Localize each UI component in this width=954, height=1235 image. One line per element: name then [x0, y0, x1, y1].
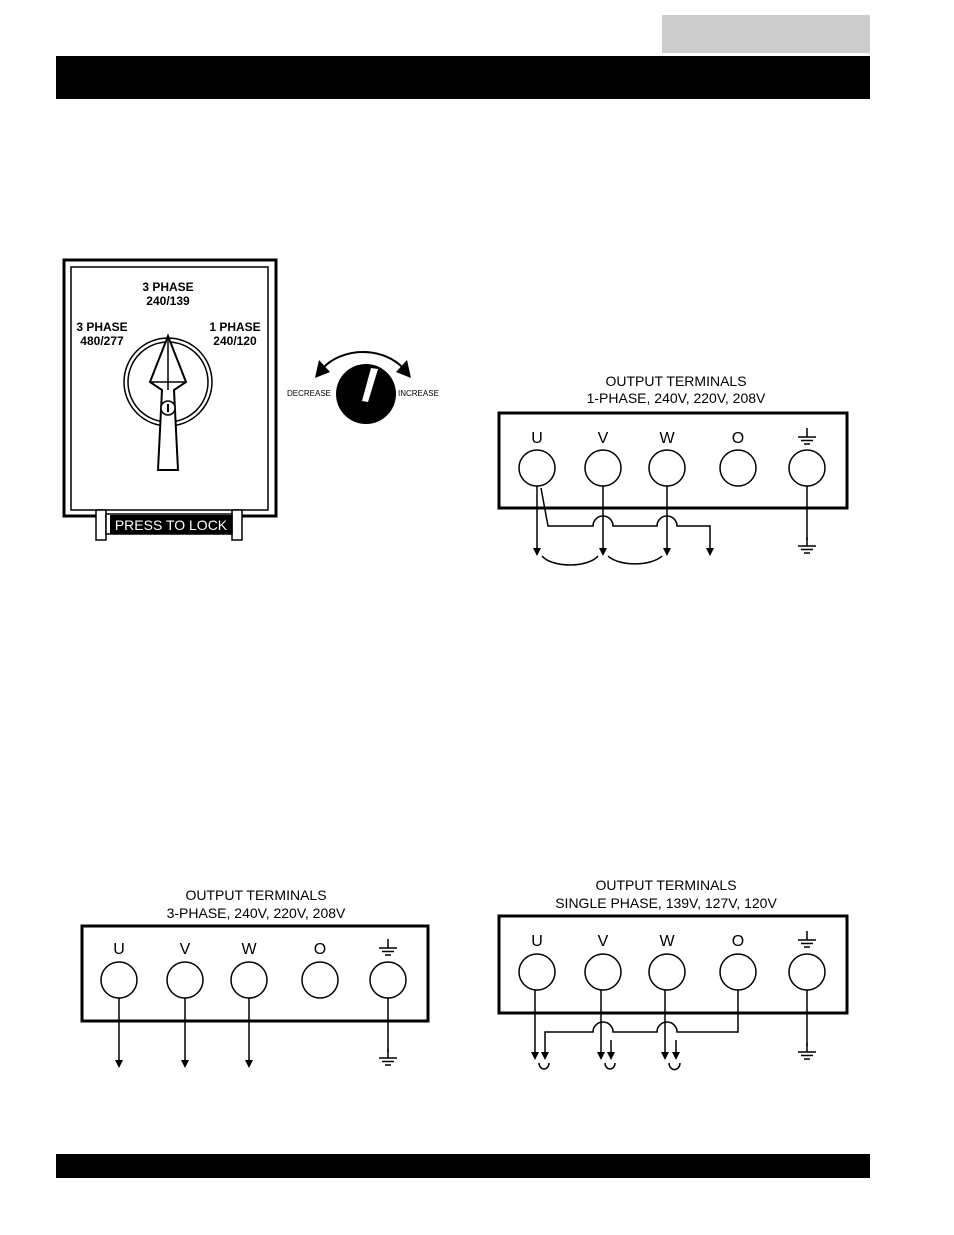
switch-left-voltage: 480/277	[80, 334, 124, 348]
decrease-label: DECREASE	[287, 389, 331, 398]
terminal-label-v: V	[598, 933, 609, 950]
arrow-down-icon	[706, 548, 714, 556]
terminal-label-v: V	[180, 941, 191, 958]
diagram-2-subtitle: 3-PHASE, 240V, 220V, 208V	[167, 905, 346, 921]
diagram-1-phase: OUTPUT TERMINALS 1-PHASE, 240V, 220V, 20…	[497, 373, 849, 566]
terminal-w	[648, 449, 686, 487]
terminal-u	[100, 961, 138, 999]
terminal-o	[301, 961, 339, 999]
press-to-lock-label-bg	[110, 515, 232, 534]
arrow-down-icon	[663, 548, 671, 556]
terminal-ground	[788, 953, 826, 991]
diagram-3-phase: OUTPUT TERMINALS 3-PHASE, 240V, 220V, 20…	[80, 887, 430, 1068]
voltage-selector-switch: PRESS TO LOCK 3 PHASE 240/139 3 PHASE 48…	[62, 258, 278, 541]
diagram-single-phase: OUTPUT TERMINALS SINGLE PHASE, 139V, 127…	[497, 877, 849, 1071]
arrow-down-icon	[531, 1052, 539, 1060]
terminal-label-w: W	[659, 430, 675, 447]
knob-pointer	[362, 368, 378, 402]
header-tab	[662, 15, 870, 53]
terminal-label-u: U	[113, 941, 125, 958]
header-bar	[56, 56, 870, 99]
diagram-3-title: OUTPUT TERMINALS	[595, 877, 736, 893]
switch-left-phase: 3 PHASE	[76, 320, 127, 334]
terminal-label-v: V	[598, 430, 609, 447]
terminal-o	[719, 449, 757, 487]
switch-right-phase: 1 PHASE	[209, 320, 260, 334]
increase-label: INCREASE	[398, 389, 439, 398]
terminal-u	[518, 953, 556, 991]
terminal-u	[518, 449, 556, 487]
diagram-1-subtitle: 1-PHASE, 240V, 220V, 208V	[587, 390, 766, 406]
terminal-label-u: U	[531, 430, 543, 447]
terminal-label-o: O	[314, 941, 326, 958]
ground-icon	[378, 1048, 398, 1066]
ground-icon	[797, 536, 817, 554]
arrow-down-icon	[597, 1052, 605, 1060]
rotate-arrow-icon	[322, 351, 404, 369]
switch-top-phase: 3 PHASE	[142, 280, 193, 294]
terminal-label-u: U	[531, 933, 543, 950]
diagram-2-title: OUTPUT TERMINALS	[185, 887, 326, 903]
voltage-adjust-knob[interactable]: DECREASE INCREASE	[287, 351, 439, 424]
terminal-v	[166, 961, 204, 999]
switch-right-voltage: 240/120	[213, 334, 257, 348]
terminal-ground	[369, 961, 407, 999]
press-to-lock-label: PRESS TO LOCK	[115, 517, 228, 533]
arrow-down-icon	[115, 1060, 123, 1068]
switch-top-voltage: 240/139	[146, 294, 190, 308]
arrow-down-icon	[607, 1052, 615, 1060]
arrow-down-icon	[533, 548, 541, 556]
terminal-w	[648, 953, 686, 991]
arrow-down-icon	[661, 1052, 669, 1060]
diagram-1-title: OUTPUT TERMINALS	[605, 373, 746, 389]
terminal-label-w: W	[659, 933, 675, 950]
arrow-down-icon	[245, 1060, 253, 1068]
terminal-v	[584, 449, 622, 487]
arrow-down-icon	[181, 1060, 189, 1068]
terminal-o	[719, 953, 757, 991]
terminal-w	[230, 961, 268, 999]
terminal-v	[584, 953, 622, 991]
ground-icon	[797, 1042, 817, 1060]
terminal-ground	[788, 449, 826, 487]
terminal-label-o: O	[732, 430, 744, 447]
arrow-down-icon	[599, 548, 607, 556]
arrow-down-icon	[541, 1052, 549, 1060]
terminal-label-o: O	[732, 933, 744, 950]
arrow-down-icon	[672, 1052, 680, 1060]
diagram-3-subtitle: SINGLE PHASE, 139V, 127V, 120V	[555, 895, 777, 911]
terminal-label-w: W	[241, 941, 257, 958]
footer-bar	[56, 1154, 870, 1178]
